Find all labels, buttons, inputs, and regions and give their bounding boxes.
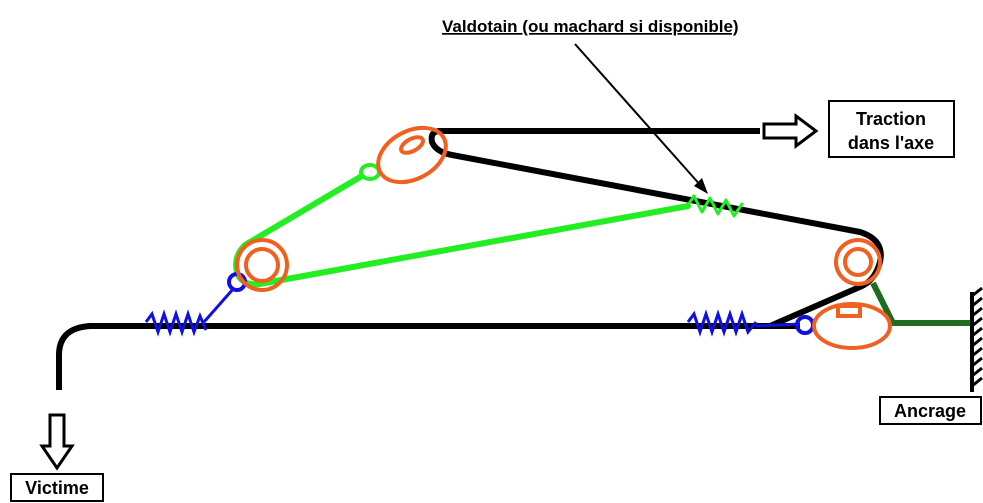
victim-arrow-icon [39, 413, 75, 471]
left-pulley-icon [235, 238, 289, 292]
traction-label-line2: dans l'axe [848, 133, 934, 153]
traction-arrow-icon [762, 113, 819, 149]
ancrage-label-box: Ancrage [879, 396, 982, 425]
anchor-carabiner-icon [812, 302, 892, 350]
anchor-sling [870, 281, 970, 326]
anchor-wall-icon [970, 286, 983, 392]
traction-label-box: Traction dans l'axe [828, 100, 955, 158]
main-rope-upper [428, 128, 884, 329]
traction-label-line1: Traction [856, 109, 926, 129]
victime-label: Victime [25, 478, 89, 498]
main-rope-lower [56, 323, 800, 390]
green-loop-rope [233, 167, 744, 288]
valdotain-pointer [574, 43, 708, 194]
right-pulley-icon [834, 238, 882, 286]
green-carabiner [359, 163, 381, 181]
ancrage-label: Ancrage [894, 401, 966, 421]
valdotain-label: Valdotain (ou machard si disponible) [442, 17, 739, 36]
top-carabiner-icon [376, 125, 448, 185]
victime-label-box: Victime [10, 473, 104, 502]
